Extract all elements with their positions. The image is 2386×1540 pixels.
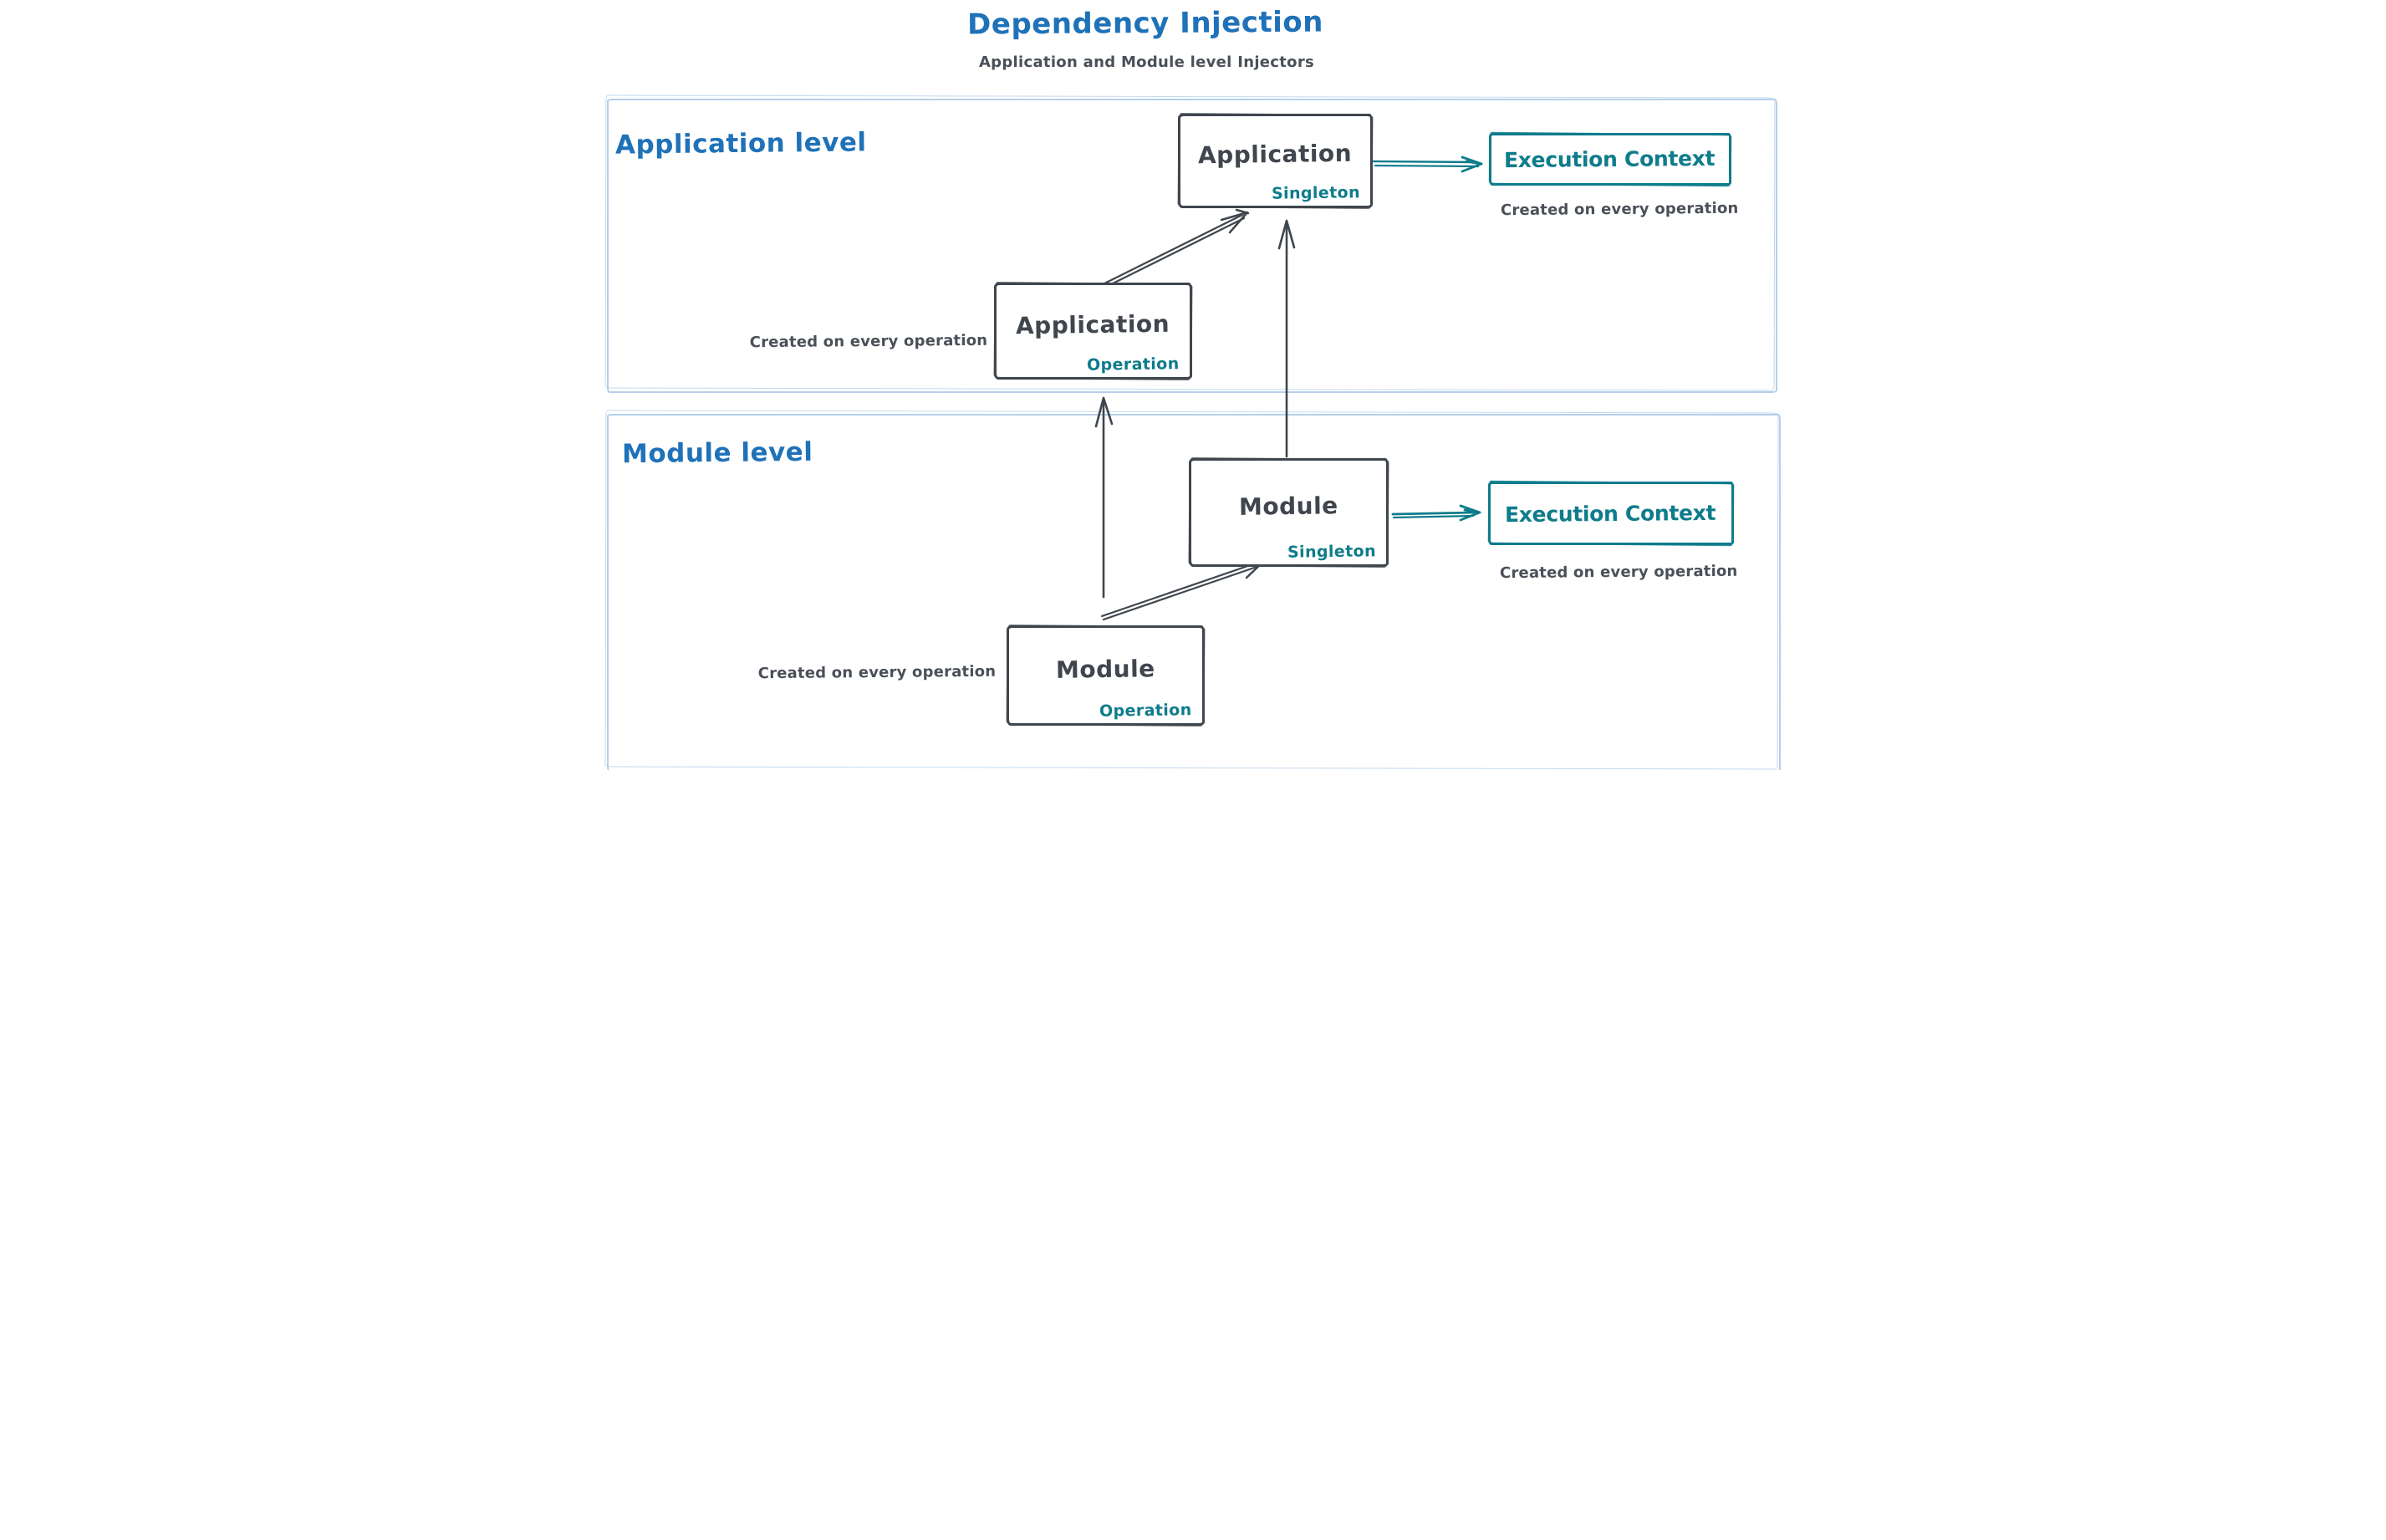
diagram-canvas: Dependency Injection Application and Mod… — [596, 0, 1790, 770]
section-application-level — [606, 99, 1777, 393]
application-operation-scope: Operation — [1086, 354, 1180, 375]
section-label-application-level: Application level — [614, 127, 867, 161]
application-singleton-box: Application Singleton — [1177, 114, 1373, 208]
application-operation-name: Application — [1015, 309, 1170, 339]
diagram-subtitle: Application and Module level Injectors — [978, 54, 1315, 71]
module-operation-name: Module — [1055, 654, 1155, 684]
module-operation-scope: Operation — [1099, 701, 1192, 721]
diagram-title: Dependency Injection — [966, 5, 1323, 42]
module-execution-context-label: Execution Context — [1505, 500, 1716, 527]
application-execution-context-box: Execution Context — [1488, 133, 1731, 186]
module-operation-box: Module Operation — [1006, 625, 1205, 726]
application-execution-context-label: Execution Context — [1504, 145, 1716, 173]
module-execution-context-caption: Created on every operation — [1499, 562, 1738, 583]
section-label-module-level: Module level — [621, 436, 813, 470]
module-operation-caption: Created on every operation — [757, 662, 996, 683]
application-operation-caption: Created on every operation — [749, 331, 987, 352]
application-operation-box: Application Operation — [993, 283, 1192, 380]
module-execution-context-box: Execution Context — [1487, 482, 1734, 545]
module-singleton-name: Module — [1238, 491, 1338, 521]
application-execution-context-caption: Created on every operation — [1500, 199, 1739, 220]
module-singleton-scope: Singleton — [1287, 542, 1376, 562]
application-singleton-name: Application — [1197, 139, 1353, 170]
section-module-level — [606, 414, 1781, 770]
module-singleton-box: Module Singleton — [1188, 458, 1389, 567]
application-singleton-scope: Singleton — [1271, 183, 1360, 203]
